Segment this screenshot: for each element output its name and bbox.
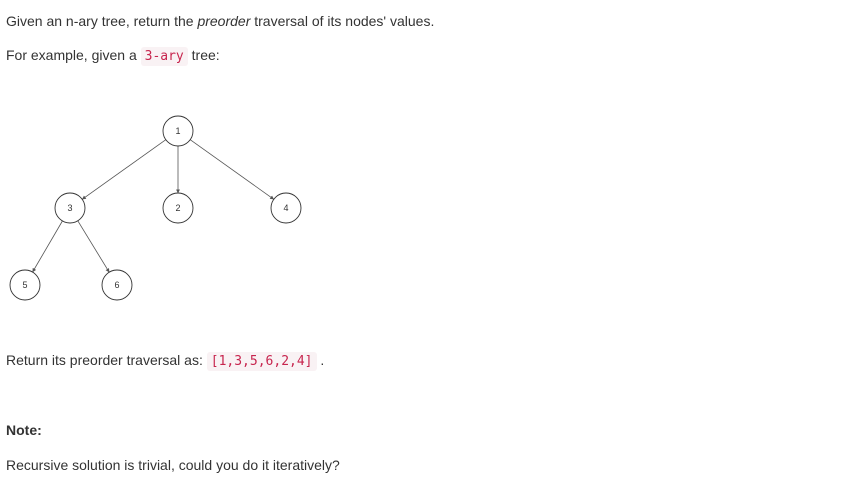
tree-node-label: 5: [22, 280, 27, 290]
tree-edge-3-5: [32, 220, 63, 273]
tree-node-label: 1: [175, 126, 180, 136]
note-text: Recursive solution is trivial, could you…: [6, 457, 340, 473]
intro-suffix: traversal of its nodes' values.: [250, 13, 435, 29]
tree-node-label: 6: [114, 280, 119, 290]
tree-node-label: 4: [283, 203, 288, 213]
tree-node-circle: [9, 269, 41, 301]
result-suffix: .: [320, 352, 325, 368]
tree-node-label: 2: [175, 203, 180, 213]
tree-node-6: 6: [101, 269, 133, 301]
tree-node-circle: [162, 115, 194, 147]
tree-node-circle: [162, 192, 194, 224]
example-text: For example, given a 3-ary tree:: [6, 45, 220, 67]
tree-node-label: 3: [67, 203, 72, 213]
result-text: Return its preorder traversal as: [1,3,5…: [6, 350, 324, 372]
example-code: 3-ary: [140, 47, 188, 66]
intro-text: Given an n-ary tree, return the preorder…: [6, 11, 434, 31]
tree-edge-1-4: [189, 139, 275, 200]
tree-node-4: 4: [270, 192, 302, 224]
tree-edge-3-6: [77, 220, 110, 273]
result-code: [1,3,5,6,2,4]: [206, 352, 317, 371]
tree-edge-1-3: [81, 139, 167, 200]
tree-node-5: 5: [9, 269, 41, 301]
note-label: Note:: [6, 422, 42, 438]
example-prefix: For example, given a: [6, 47, 141, 63]
tree-node-circle: [54, 192, 86, 224]
tree-node-circle: [101, 269, 133, 301]
tree-nodes: 1 3 2 4 5 6: [9, 115, 302, 301]
tree-node-3: 3: [54, 192, 86, 224]
example-suffix: tree:: [187, 47, 220, 63]
result-prefix: Return its preorder traversal as:: [6, 352, 207, 368]
tree-node-circle: [270, 192, 302, 224]
tree-node-2: 2: [162, 192, 194, 224]
intro-emphasis: preorder: [197, 13, 251, 29]
tree-node-1: 1: [162, 115, 194, 147]
intro-prefix: Given an n-ary tree, return the: [6, 13, 198, 29]
tree-edges: [32, 139, 275, 273]
